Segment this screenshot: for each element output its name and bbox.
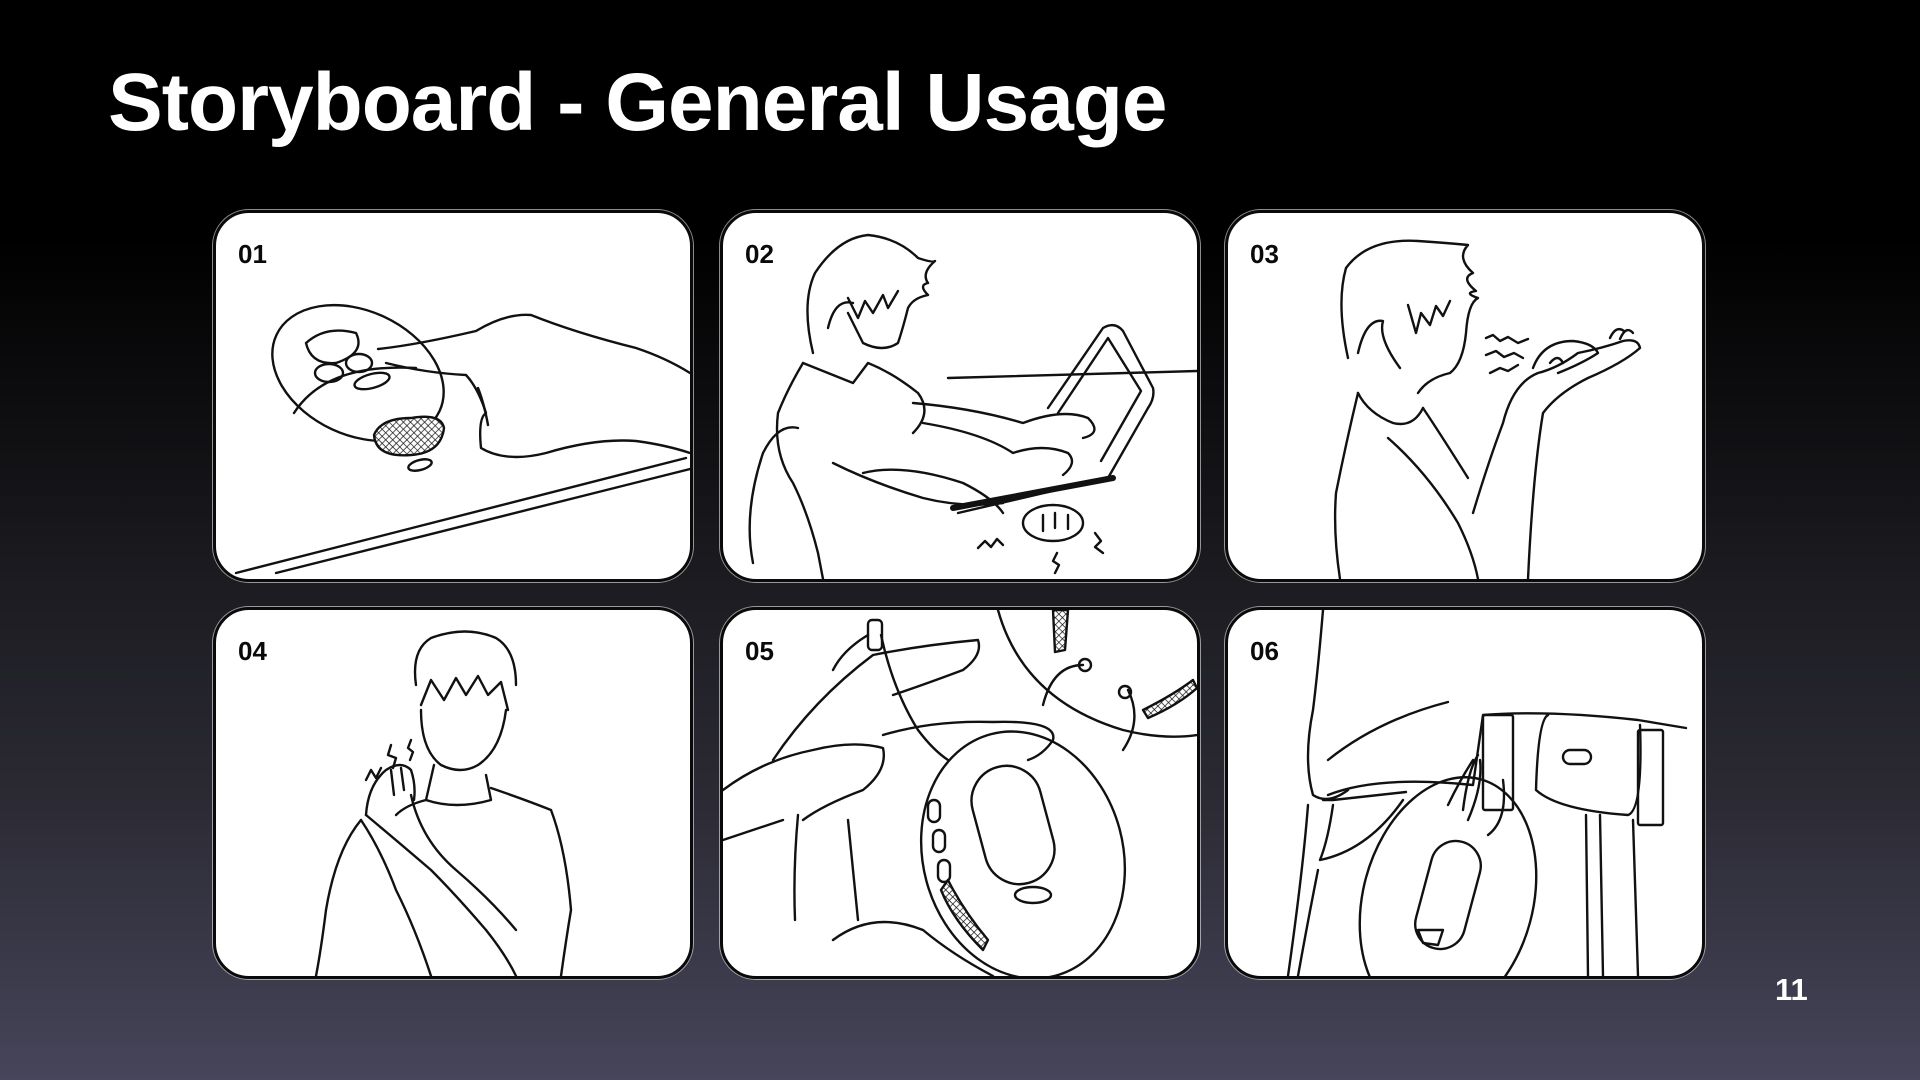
person-typing-laptop-illustration — [748, 233, 1197, 579]
hand-holding-device-illustration — [723, 610, 1197, 976]
finger-press-device-illustration — [234, 303, 690, 575]
page-number: 11 — [1775, 972, 1808, 1007]
panel-number: 05 — [745, 636, 774, 666]
panel-number: 02 — [745, 239, 774, 269]
storyboard-panel-04: 04 — [213, 607, 693, 979]
panel-number: 04 — [238, 636, 267, 666]
storyboard-panel-03: 03 — [1225, 210, 1705, 582]
device-on-belt-illustration — [1286, 610, 1688, 976]
panel-number: 01 — [238, 239, 267, 269]
person-holding-shoulder-illustration — [314, 630, 573, 976]
panel-number: 03 — [1250, 239, 1279, 269]
person-breathing-on-device-illustration — [1333, 239, 1642, 579]
storyboard-panel-02: 02 — [720, 210, 1200, 582]
storyboard-panel-06: 06 — [1225, 607, 1705, 979]
panel-number: 06 — [1250, 636, 1279, 666]
storyboard-panel-05: 05 — [720, 607, 1200, 979]
slide-title: Storyboard - General Usage — [108, 57, 1168, 148]
storyboard-panel-01: 01 — [213, 210, 693, 582]
